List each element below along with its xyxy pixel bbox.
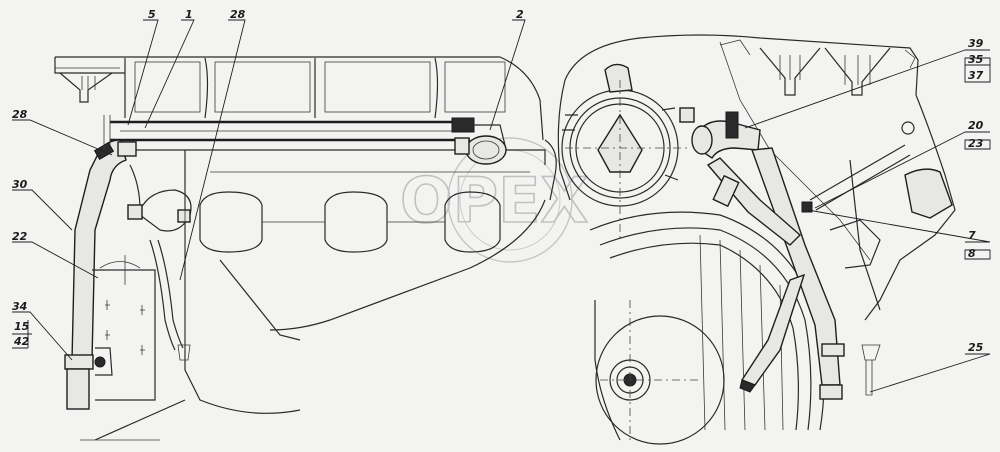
- center-clamp-assembly: [451, 117, 507, 165]
- callout-7: 7: [968, 229, 976, 242]
- leader-lines: [12, 19, 991, 393]
- engine-block-left: [54, 56, 557, 441]
- callout-28-left: 28: [12, 108, 28, 121]
- callout-39: 39: [968, 37, 984, 50]
- callout-23: 23: [968, 137, 984, 150]
- callout-22: 22: [12, 230, 28, 243]
- callout-28-top: 28: [230, 8, 246, 21]
- right-pipe-assembly: [679, 107, 953, 400]
- callout-35: 35: [968, 53, 984, 66]
- callout-8: 8: [968, 247, 976, 260]
- callout-1: 1: [185, 8, 193, 21]
- callout-42: 42: [13, 335, 30, 348]
- callout-labels: 5 1 28 2 28 30 22 34 15 42 39 35 37 20 2…: [12, 8, 984, 354]
- callout-37: 37: [968, 69, 984, 82]
- watermark-text: OPEX: [400, 164, 588, 237]
- distributor-gear: [561, 63, 690, 240]
- watermark: OPEX: [399, 137, 589, 263]
- callout-5: 5: [148, 8, 156, 21]
- callout-30: 30: [12, 178, 28, 191]
- callout-2: 2: [516, 8, 524, 21]
- left-pipe-assembly: [64, 115, 192, 410]
- flywheel-housing: [557, 34, 956, 321]
- callout-25: 25: [968, 341, 984, 354]
- callout-15: 15: [14, 320, 30, 333]
- callout-34: 34: [12, 300, 27, 313]
- callout-20: 20: [968, 119, 984, 132]
